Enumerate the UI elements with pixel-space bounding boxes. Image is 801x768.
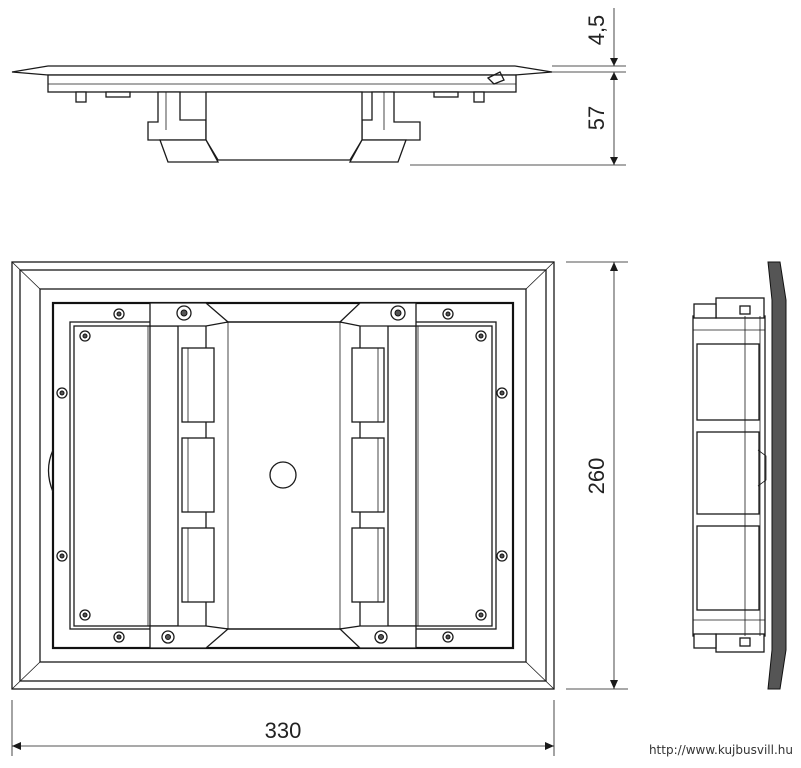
height-dimension: 260 (566, 261, 628, 690)
side-view-top (11, 65, 553, 163)
screws (56, 305, 508, 644)
height-label: 260 (584, 458, 609, 495)
watermark: http://www.kujbusvill.hu (649, 743, 793, 757)
width-dimension: 330 (11, 700, 555, 756)
cover-thickness-label: 4,5 (584, 15, 609, 46)
width-label: 330 (265, 718, 302, 743)
side-view-right (692, 261, 787, 690)
box-depth-label: 57 (584, 106, 609, 130)
depth-dimension: 4,5 57 (410, 8, 626, 166)
front-view (11, 261, 555, 690)
